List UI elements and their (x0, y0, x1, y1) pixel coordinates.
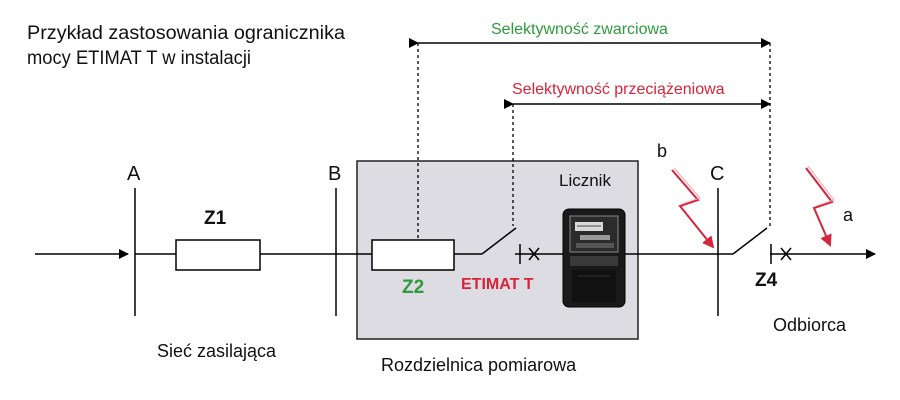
fuse-z2-label: Z2 (402, 277, 424, 298)
fault-a-lightning-shadow (807, 165, 835, 207)
fuse-z1-label: Z1 (204, 208, 227, 229)
z4-switch-blade (732, 227, 768, 255)
point-b-label: B (328, 163, 341, 185)
point-a-label: A (127, 163, 141, 185)
point-c-label: C (710, 163, 724, 185)
etimat-label: ETIMAT T (461, 276, 534, 293)
etimat-contact-x2 (528, 247, 540, 261)
fault-a-label: a (843, 205, 854, 225)
short-circuit-selectivity-label: Selektywność zwarciowa (491, 21, 668, 38)
fault-b-lightning-shadow (673, 167, 701, 205)
meter-label: Licznik (559, 171, 611, 190)
consumer-label: Odbiorca (773, 315, 847, 335)
supply-network-label: Sieć zasilająca (157, 341, 277, 361)
diagram-title-line-2: mocy ETIMAT T w instalacji (27, 48, 251, 69)
fuse-z4-label: Z4 (755, 270, 778, 291)
fault-a-lightning-icon (805, 167, 834, 247)
switchboard-label: Rozdzielnica pomiarowa (381, 355, 577, 375)
overload-selectivity-label: Selektywność przeciążeniowa (512, 81, 725, 98)
meter-icon (562, 208, 626, 308)
z4-contact-x2 (780, 247, 792, 261)
fault-b-lightning-icon (671, 169, 715, 249)
diagram-title-line-1: Przykład zastosowania ogranicznika (27, 23, 345, 44)
fuse-z2 (371, 239, 455, 271)
etimat-switch-blade (481, 227, 517, 255)
fuse-z1 (175, 239, 261, 271)
fault-b-label: b (657, 141, 667, 161)
